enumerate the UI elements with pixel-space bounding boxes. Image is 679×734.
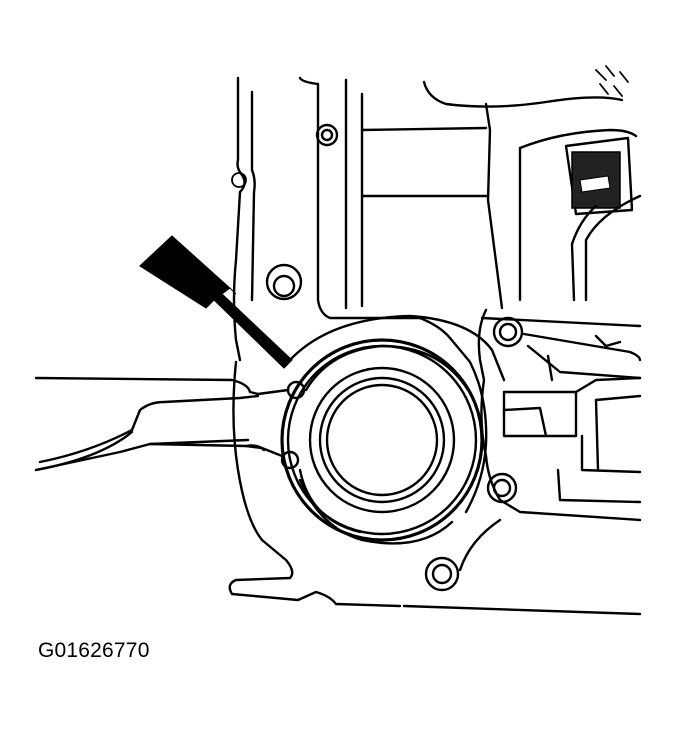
crankshaft-seal	[298, 344, 470, 534]
bolt-hole-top	[315, 123, 339, 147]
rear-crankshaft-seal-housing	[280, 314, 506, 545]
bolt-hole-left-edge	[231, 172, 247, 188]
engine-block-outline	[228, 65, 642, 616]
figure-id-label: G01626770	[38, 639, 150, 662]
bolt-hole-bottom	[424, 556, 460, 592]
housing-bolt-holes	[231, 123, 524, 592]
bolt-hole-upper-left	[265, 263, 303, 301]
seal-removal-tool	[34, 376, 306, 472]
bolt-hole-right-lower	[486, 472, 518, 504]
pointer-arrow	[139, 235, 293, 369]
bolt-hole-right-upper	[492, 316, 524, 348]
side-cover-bracket	[458, 136, 642, 572]
